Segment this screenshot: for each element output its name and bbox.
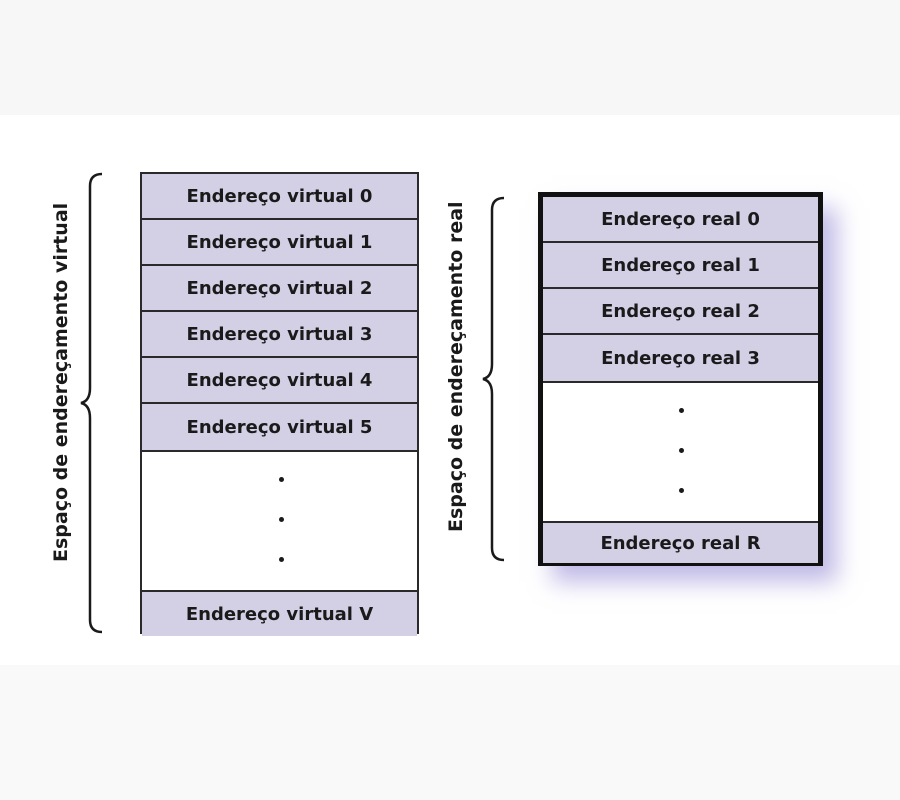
virtual-address-cell: Endereço virtual 2 <box>142 266 417 312</box>
virtual-brace <box>80 172 103 634</box>
real-address-cell: Endereço real 2 <box>543 289 818 335</box>
virtual-address-column: Endereço virtual 0 Endereço virtual 1 En… <box>140 172 419 636</box>
virtual-address-cell: Endereço virtual 4 <box>142 358 417 404</box>
virtual-address-cell: Endereço virtual 0 <box>142 174 417 220</box>
real-address-column: Endereço real 0 Endereço real 1 Endereço… <box>538 192 823 566</box>
virtual-address-cell-last: Endereço virtual V <box>142 590 417 636</box>
real-ellipsis-gap <box>543 381 818 521</box>
ellipsis-dot <box>279 517 284 522</box>
real-space-label: Espaço de endereçamento real <box>445 201 467 532</box>
real-address-cell: Endereço real 3 <box>543 335 818 381</box>
real-address-cell: Endereço real 0 <box>543 197 818 243</box>
ellipsis-dot <box>279 477 284 482</box>
ellipsis-dot <box>679 488 684 493</box>
real-address-cell-last: Endereço real R <box>543 521 818 563</box>
virtual-address-cell: Endereço virtual 5 <box>142 404 417 450</box>
ellipsis-dot <box>279 557 284 562</box>
real-brace <box>482 196 505 562</box>
virtual-space-label: Espaço de endereçamento virtual <box>50 202 72 562</box>
virtual-ellipsis-gap <box>142 450 417 590</box>
virtual-address-cell: Endereço virtual 3 <box>142 312 417 358</box>
ellipsis-dot <box>679 448 684 453</box>
virtual-address-cell: Endereço virtual 1 <box>142 220 417 266</box>
real-address-cell: Endereço real 1 <box>543 243 818 289</box>
ellipsis-dot <box>679 408 684 413</box>
